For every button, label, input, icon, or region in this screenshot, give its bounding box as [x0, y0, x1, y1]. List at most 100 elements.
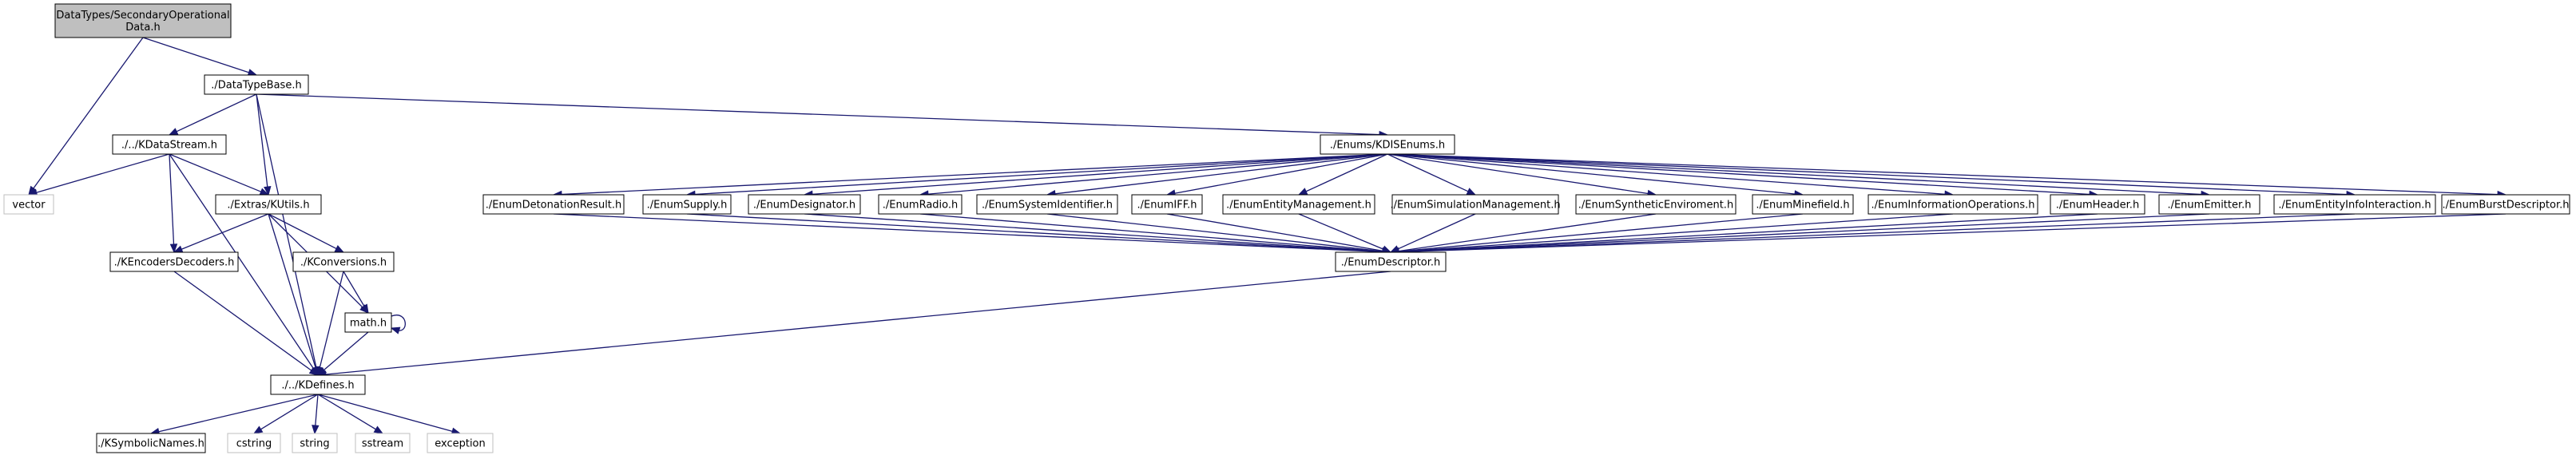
- node-kconversions-h[interactable]: ./KConversions.h: [292, 251, 395, 272]
- node-enumdesignator-h[interactable]: ./EnumDesignator.h: [748, 194, 861, 215]
- edge-kdis-to-e_bur: [1387, 153, 2507, 199]
- node-box: [976, 194, 1118, 215]
- edge-kdis-to-e_sys: [1046, 153, 1388, 198]
- node-string[interactable]: string: [292, 433, 338, 453]
- node-box: [2050, 194, 2145, 215]
- edge-kdis-to-e_sim: [1387, 153, 1477, 196]
- node-enums-kdisenums-h[interactable]: ./Enums/KDISEnums.h: [1320, 134, 1455, 155]
- edge-kdis-to-e_emi: [1387, 153, 2211, 199]
- edge-kdef-to-ksym: [149, 394, 319, 436]
- node-enumdetonationresult-h[interactable]: ./EnumDetonationResult.h: [482, 194, 625, 215]
- node-box: [482, 194, 625, 215]
- edge-kds-to-kenc: [169, 153, 178, 254]
- node-label: ./EnumBurstDescriptor.h: [2443, 200, 2570, 212]
- node-math-h[interactable]: math.h: [344, 312, 392, 333]
- node-kencodersdecoders-h[interactable]: ./KEncodersDecoders.h: [109, 251, 239, 272]
- node-enumiff-h[interactable]: ./EnumIFF.h: [1131, 194, 1203, 215]
- node-box: [112, 134, 227, 155]
- edge-kds-to-kutils: [169, 153, 270, 196]
- node-box: [427, 433, 494, 453]
- edge-kconv-to-math: [343, 271, 369, 315]
- node-enumentityinfointeraction-h[interactable]: ./EnumEntityInfoInteraction.h: [2273, 194, 2436, 215]
- node-label: ./EnumDesignator.h: [753, 200, 855, 212]
- node-box: [748, 194, 861, 215]
- edge-dtb-to-kutils: [256, 93, 272, 196]
- node-label: ./EnumSyntheticEnviroment.h: [1578, 200, 1733, 212]
- node-box: [344, 312, 392, 333]
- node-exception[interactable]: exception: [427, 433, 494, 453]
- edge-e_bur-to-edesc: [1389, 213, 2507, 256]
- node-label: ./EnumDescriptor.h: [1341, 257, 1441, 269]
- node-label: Data.h: [125, 22, 160, 34]
- node-label: ./KSymbolicNames.h: [97, 438, 204, 450]
- node-label: ./Enums/KDISEnums.h: [1330, 140, 1445, 152]
- node-enumdescriptor-h[interactable]: ./EnumDescriptor.h: [1335, 251, 1447, 272]
- node-enuminformationoperations-h[interactable]: ./EnumInformationOperations.h: [1868, 194, 2038, 215]
- node-ksymbolicnames-h[interactable]: ./KSymbolicNames.h: [96, 433, 206, 453]
- node-box: [1575, 194, 1737, 215]
- node-label: ./EnumDetonationResult.h: [486, 200, 622, 212]
- edge-layer: [27, 37, 2507, 436]
- node-box: [227, 433, 281, 453]
- edge-e_eii-to-edesc: [1389, 213, 2356, 256]
- node-kdefines-h[interactable]: ./../KDefines.h: [270, 374, 366, 395]
- node-enumheader-h[interactable]: ./EnumHeader.h: [2050, 194, 2145, 215]
- node-enumminefield-h[interactable]: ./EnumMinefield.h: [1752, 194, 1854, 215]
- node-cstring[interactable]: cstring: [227, 433, 281, 453]
- edge-kdef-to-sstream: [317, 394, 384, 434]
- node-kdatastream-h[interactable]: ./../KDataStream.h: [112, 134, 227, 155]
- edge-e_det-to-edesc: [553, 213, 1392, 256]
- node-enumentitymanagement-h[interactable]: ./EnumEntityManagement.h: [1222, 194, 1375, 215]
- node-label: ./DataTypeBase.h: [211, 80, 301, 92]
- node-label: ./EnumEmitter.h: [2167, 200, 2251, 212]
- node-label: ./EnumMinefield.h: [1756, 200, 1849, 212]
- edge-kenc-to-kdef: [173, 271, 320, 376]
- node-box: [1320, 134, 1455, 155]
- node-vector[interactable]: vector: [3, 194, 54, 215]
- edge-kdis-to-e_det: [552, 153, 1388, 199]
- node-sstream[interactable]: sstream: [355, 433, 411, 453]
- edge-e_des-to-edesc: [804, 213, 1392, 256]
- node-box: [54, 3, 232, 38]
- node-box: [1752, 194, 1854, 215]
- node-label: ./Extras/KUtils.h: [227, 200, 309, 212]
- node-enumemitter-h[interactable]: ./EnumEmitter.h: [2158, 194, 2260, 215]
- node-label: sstream: [362, 438, 403, 450]
- node-enumsystemidentifier-h[interactable]: ./EnumSystemIdentifier.h: [976, 194, 1118, 215]
- node-enumsupply-h[interactable]: ./EnumSupply.h: [642, 194, 732, 215]
- node-enumsyntheticenviroment-h[interactable]: ./EnumSyntheticEnviroment.h: [1575, 194, 1737, 215]
- node-label: ./EnumRadio.h: [883, 200, 959, 212]
- node-enumradio-h[interactable]: ./EnumRadio.h: [878, 194, 963, 215]
- node-label: ./KConversions.h: [300, 257, 387, 269]
- edge-e_ent-to-edesc: [1298, 213, 1392, 253]
- node-extras-kutils-h[interactable]: ./Extras/KUtils.h: [215, 194, 322, 215]
- edge-dtb-to-kds: [168, 93, 257, 136]
- node-box: [878, 194, 963, 215]
- node-label: ./EnumEntityInfoInteraction.h: [2278, 200, 2431, 212]
- node-box: [292, 251, 395, 272]
- edge-kdis-to-e_inf: [1387, 153, 1955, 198]
- node-box: [1335, 251, 1447, 272]
- node-enumburstdescriptor-h[interactable]: ./EnumBurstDescriptor.h: [2441, 194, 2570, 215]
- node-box: [3, 194, 54, 215]
- node-box: [1222, 194, 1375, 215]
- edge-kutils-to-kconv: [268, 213, 345, 253]
- node-label: string: [300, 438, 329, 450]
- node-box: [2158, 194, 2260, 215]
- node-enumsimulationmanagement-h[interactable]: ./EnumSimulationManagement.h: [1390, 194, 1561, 215]
- node-label: ./EnumSupply.h: [647, 200, 728, 212]
- node-box: [215, 194, 322, 215]
- edge-dtb-to-kdis: [256, 93, 1389, 139]
- node-label: ./EnumHeader.h: [2056, 200, 2139, 212]
- node-label: math.h: [350, 318, 387, 330]
- edge-kdis-to-e_sup: [685, 153, 1388, 199]
- node-datatypebase-h[interactable]: ./DataTypeBase.h: [204, 74, 309, 95]
- node-label: vector: [12, 200, 46, 212]
- edge-kutils-to-kenc: [173, 213, 269, 253]
- node-box: [109, 251, 239, 272]
- node-box: [270, 374, 366, 395]
- node-box: [292, 433, 338, 453]
- edge-math-to-kdef: [316, 331, 369, 376]
